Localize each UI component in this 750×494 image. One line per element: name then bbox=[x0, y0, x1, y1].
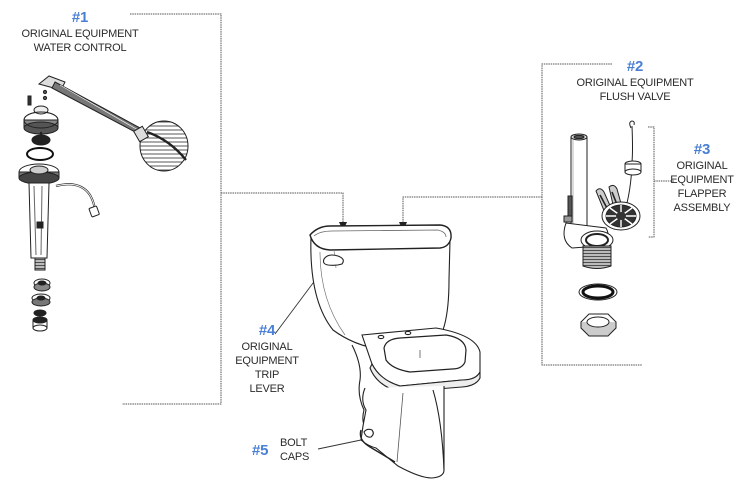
water-control-assembly bbox=[18, 75, 189, 332]
callout-line: FLUSH VALVE bbox=[599, 91, 671, 103]
toilet bbox=[309, 224, 481, 479]
callout-line: WATER CONTROL bbox=[33, 42, 127, 54]
callout-line: LEVER bbox=[249, 383, 285, 395]
leader-1-to-tank bbox=[221, 192, 344, 222]
float-ball bbox=[132, 120, 189, 172]
callout-line: ASSEMBLY bbox=[673, 202, 731, 214]
overflow-tube bbox=[570, 133, 588, 238]
bracket-3 bbox=[648, 126, 655, 238]
callout-line: ORIGINAL bbox=[676, 160, 728, 172]
leader-lines bbox=[122, 13, 674, 405]
callout-number: #4 bbox=[258, 322, 276, 339]
callout-number: #5 bbox=[252, 442, 269, 459]
bracket-2 bbox=[541, 63, 642, 366]
callout-line: TRIP bbox=[254, 369, 280, 381]
trip-lever bbox=[322, 254, 344, 266]
callout-line: ORIGINAL EQUIPMENT bbox=[576, 77, 694, 89]
callout-text: BOLT CAPS bbox=[280, 436, 309, 464]
toilet-base bbox=[360, 386, 445, 479]
callout-number: #3 bbox=[693, 141, 711, 158]
callout-line: CAPS bbox=[280, 451, 310, 463]
callout-line: BOLT bbox=[280, 437, 308, 449]
leader-5 bbox=[317, 439, 362, 450]
float-arm bbox=[37, 75, 141, 134]
spud-washer bbox=[578, 283, 618, 301]
flush-valve-assembly bbox=[563, 133, 618, 337]
callout-flush-valve: #2 ORIGINAL EQUIPMENT FLUSH VALVE bbox=[555, 58, 715, 104]
callout-water-control: #1 ORIGINAL EQUIPMENT WATER CONTROL bbox=[10, 9, 150, 55]
bracket-1 bbox=[122, 13, 222, 405]
callout-line: ORIGINAL bbox=[241, 341, 293, 353]
valve-cap bbox=[23, 105, 59, 135]
callout-line: EQUIPMENT bbox=[235, 355, 299, 367]
flapper-assembly bbox=[595, 120, 642, 231]
bolt-cap bbox=[363, 428, 374, 438]
callout-line: EQUIPMENT bbox=[670, 174, 734, 186]
callout-flapper-assembly: #3 ORIGINAL EQUIPMENT FLAPPER ASSEMBLY bbox=[664, 141, 740, 215]
callout-number: #2 bbox=[626, 58, 644, 75]
callout-line: FLAPPER bbox=[677, 188, 727, 200]
spud-nut bbox=[580, 313, 617, 337]
callout-line: ORIGINAL EQUIPMENT bbox=[21, 28, 139, 40]
leader-2-to-tank bbox=[402, 196, 542, 222]
callout-number: #1 bbox=[71, 9, 89, 26]
callout-trip-lever: #4 ORIGINAL EQUIPMENT TRIP LEVER bbox=[224, 322, 310, 396]
